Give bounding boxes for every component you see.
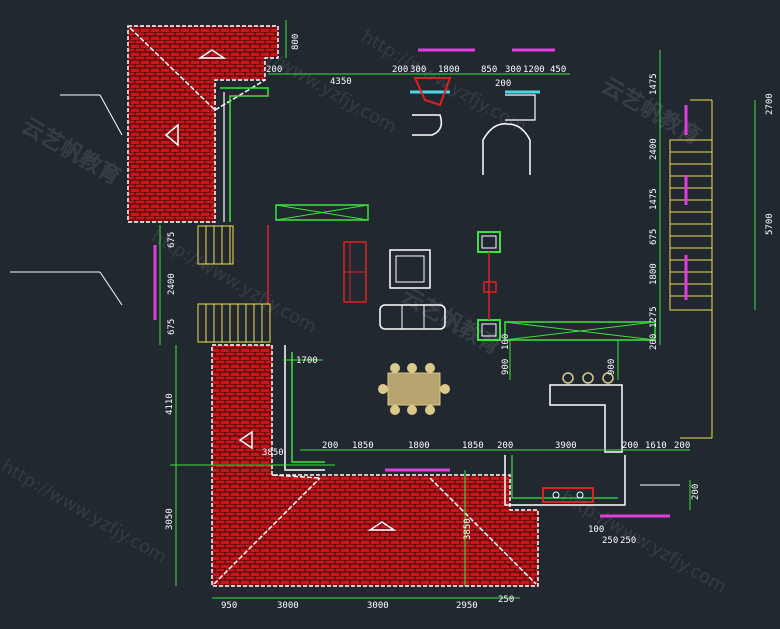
dim-label: 4350 xyxy=(330,77,352,87)
dim-label: 4110 xyxy=(165,393,175,415)
furniture xyxy=(275,77,656,503)
bar-counter-icon xyxy=(549,384,623,453)
dim-label: 1475 xyxy=(649,73,659,95)
dim-label: 450 xyxy=(550,65,566,75)
stairs-right xyxy=(669,99,713,439)
stairs-left xyxy=(197,225,271,343)
watermark-brand: 云艺帆教育 xyxy=(17,113,125,191)
dim-label: 300 xyxy=(410,65,426,75)
dim-label: 3850 xyxy=(262,448,284,458)
dim-label: 1475 xyxy=(649,188,659,210)
window-marks xyxy=(153,48,688,518)
dim-label: 200 xyxy=(691,484,701,500)
dim-label: 200 xyxy=(649,334,659,350)
dimension-lines xyxy=(159,20,756,599)
walls xyxy=(220,87,626,506)
dim-label: 900 xyxy=(501,359,511,375)
dim-label: 200 xyxy=(266,65,282,75)
dim-label: 850 xyxy=(481,65,497,75)
dim-label: 3000 xyxy=(367,601,389,611)
dim-label: 675 xyxy=(649,229,659,245)
watermark-url: http://www.yzfjy.com xyxy=(0,456,170,568)
dim-label: 3000 xyxy=(277,601,299,611)
dim-label: 950 xyxy=(221,601,237,611)
toilet-icon xyxy=(412,114,443,136)
dim-label: 2400 xyxy=(167,273,177,295)
dim-label: 200 xyxy=(322,441,338,451)
dim-label: 300 xyxy=(505,65,521,75)
dim-label: 1850 xyxy=(462,441,484,451)
dim-label: 900 xyxy=(607,359,617,375)
dim-label: 200 xyxy=(392,65,408,75)
dim-label: 250 xyxy=(602,536,618,546)
dim-label: 1200 xyxy=(523,65,545,75)
roof-northwest xyxy=(127,25,279,223)
dim-label: 250 xyxy=(620,536,636,546)
stove-icon xyxy=(542,487,594,503)
dim-label: 200 xyxy=(495,79,511,89)
column-icon xyxy=(477,231,501,253)
dim-label: 3900 xyxy=(555,441,577,451)
coffee-table-icon xyxy=(389,249,431,289)
dim-label: 1800 xyxy=(438,65,460,75)
dim-label: 2950 xyxy=(456,601,478,611)
roof-arrow-icon xyxy=(367,521,397,531)
dim-label: 2400 xyxy=(649,138,659,160)
dim-label: 675 xyxy=(167,319,177,335)
dim-label: 100 xyxy=(588,525,604,535)
roof-arrow-icon xyxy=(238,430,253,450)
dim-label: 1610 xyxy=(645,441,667,451)
dining-table-icon xyxy=(387,372,441,406)
vanity-icon xyxy=(413,77,452,107)
dim-label: 1800 xyxy=(408,441,430,451)
dim-label: 250 xyxy=(498,595,514,605)
shower-icon xyxy=(482,123,531,175)
dim-label: 1275 xyxy=(649,306,659,328)
dim-label: 3850 xyxy=(463,518,473,540)
dim-label: 200 xyxy=(497,441,513,451)
roof-arrow-icon xyxy=(197,49,227,59)
dim-label: 200 xyxy=(674,441,690,451)
dim-label: 800 xyxy=(291,34,301,50)
dim-label: 5700 xyxy=(765,213,775,235)
dim-label: 1700 xyxy=(296,356,318,366)
dim-label: 2700 xyxy=(765,93,775,115)
dim-label: 100 xyxy=(501,334,511,350)
roof-south xyxy=(211,344,539,587)
dim-label: 1850 xyxy=(352,441,374,451)
dim-label: 3050 xyxy=(165,508,175,530)
dim-label: 675 xyxy=(167,232,177,248)
roof-arrow-icon xyxy=(164,123,179,147)
sofa-icon xyxy=(379,304,446,330)
dim-label: 200 xyxy=(622,441,638,451)
dimension-labels: 4350 200 200 300 1800 850 300 1200 450 2… xyxy=(165,34,775,611)
site-lines xyxy=(10,94,680,486)
dim-label: 1800 xyxy=(649,263,659,285)
